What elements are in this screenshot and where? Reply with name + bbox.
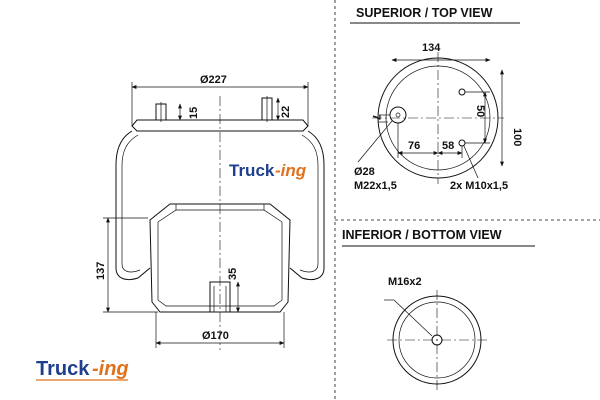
dim-stud-left: 15 bbox=[188, 107, 200, 119]
dim-top-width: 134 bbox=[422, 42, 441, 54]
bottom-view: INFERIOR / BOTTOM VIEW M16x2 bbox=[342, 228, 535, 392]
top-view-header: SUPERIOR / TOP VIEW bbox=[356, 6, 493, 20]
thread-bolts-label: 2x M10x1,5 bbox=[450, 180, 508, 192]
dim-left-small: 7 bbox=[370, 114, 382, 120]
panel-dividers bbox=[334, 0, 600, 400]
piston bbox=[149, 203, 291, 313]
dim-base-stud: 35 bbox=[227, 268, 239, 280]
dim-stud-right: 22 bbox=[280, 106, 292, 118]
bolt-hole-lower bbox=[458, 139, 466, 147]
svg-text:-ing: -ing bbox=[275, 161, 307, 180]
dim-right-inner: 50 bbox=[474, 105, 486, 117]
svg-text:Truck: Truck bbox=[229, 161, 275, 180]
bottom-view-header: INFERIOR / BOTTOM VIEW bbox=[342, 228, 502, 242]
svg-text:-ing: -ing bbox=[92, 358, 129, 380]
dim-bottom-diameter: Ø170 bbox=[202, 330, 229, 342]
logo-mid: Truck -ing bbox=[229, 161, 307, 180]
dim-bolt-offset: 58 bbox=[442, 140, 454, 152]
dim-right-height: 100 bbox=[511, 128, 523, 146]
svg-text:Truck: Truck bbox=[36, 358, 90, 380]
top-view: SUPERIOR / TOP VIEW 134 100 50 7 76 bbox=[350, 6, 523, 192]
bolt-hole-upper bbox=[458, 88, 466, 96]
side-view: Ø227 15 22 137 35 Ø170 Truck -ing bbox=[95, 74, 325, 350]
center-hole bbox=[389, 106, 407, 124]
dim-top-diameter: Ø227 bbox=[200, 74, 227, 86]
bottom-thread-label: M16x2 bbox=[388, 276, 422, 288]
logo-bottom: Truck -ing bbox=[36, 358, 129, 381]
thread-main-label: M22x1,5 bbox=[354, 180, 397, 192]
dim-height: 137 bbox=[95, 262, 107, 280]
hole-diameter-label: Ø28 bbox=[354, 166, 375, 178]
bellow-outline bbox=[115, 130, 325, 281]
dim-center-offset: 76 bbox=[408, 140, 420, 152]
